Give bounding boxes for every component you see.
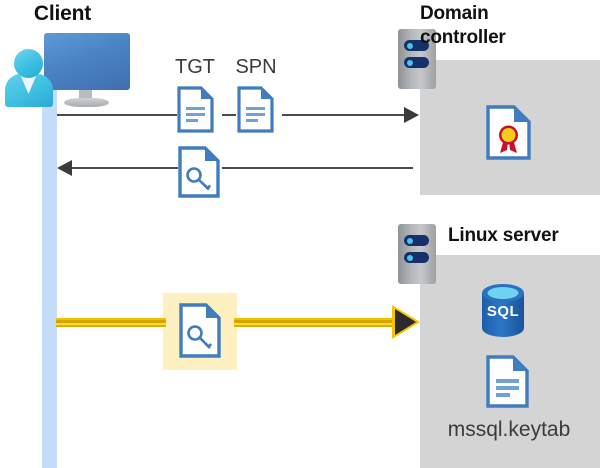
rack-led-bar-3 (404, 235, 429, 246)
sql-database-icon: SQL (479, 283, 527, 338)
request-arrowhead (404, 107, 419, 123)
keytab-filename-label: mssql.keytab (447, 418, 571, 441)
person-head-icon (14, 49, 43, 78)
response-line-segment-1 (72, 167, 178, 169)
service-ticket-line-segment-1 (56, 318, 166, 327)
linux-server-rack-icon (398, 224, 436, 284)
domain-controller-label-line2: controller (420, 27, 506, 48)
client-lifeline (42, 84, 57, 468)
ticket-key-document-icon (178, 146, 220, 198)
rack-led-bar-4 (404, 252, 429, 263)
sql-database-label: SQL (486, 303, 520, 320)
spn-document-icon (237, 86, 274, 133)
rack-led-bar-2 (404, 57, 429, 68)
domain-controller-label-line1: Domain (420, 3, 489, 24)
rack-led-2 (407, 59, 413, 66)
client-label: Client (33, 2, 92, 25)
rack-led-1 (407, 42, 413, 49)
request-line-segment-1 (57, 114, 177, 116)
request-line-segment-2 (222, 114, 236, 116)
keytab-document-icon (486, 355, 529, 408)
tgt-document-icon (177, 86, 214, 133)
service-ticket-key-document-icon (179, 303, 221, 359)
monitor-screen-icon (44, 33, 130, 90)
response-arrowhead (57, 160, 72, 176)
request-line-segment-3 (282, 114, 410, 116)
rack-led-4 (407, 254, 413, 261)
tgt-label: TGT (175, 56, 215, 78)
linux-server-label: Linux server (448, 225, 559, 246)
certificate-document-icon (486, 105, 531, 160)
response-line-segment-2 (222, 167, 413, 169)
rack-led-bar-1 (404, 40, 429, 51)
monitor-base-icon (64, 98, 109, 107)
domain-controller-rack-icon (398, 29, 436, 89)
service-ticket-line-segment-2 (234, 318, 400, 327)
service-ticket-arrowhead (395, 309, 416, 335)
domain-controller-label: Domain controller (420, 2, 600, 50)
spn-label: SPN (235, 56, 277, 78)
rack-led-3 (407, 237, 413, 244)
